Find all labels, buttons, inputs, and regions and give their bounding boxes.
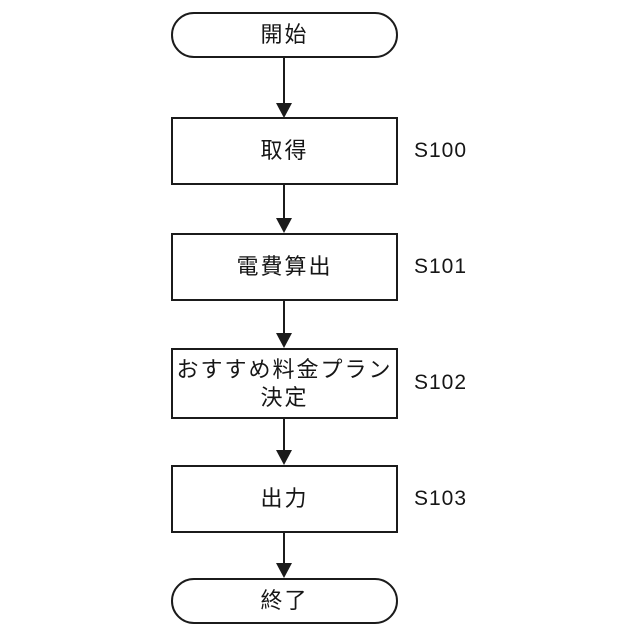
arrow-shaft <box>283 58 285 103</box>
step-id-s100: S100 <box>414 139 468 162</box>
process-node-s102: おすすめ料金プラン 決定 <box>171 348 398 419</box>
process-label-s100: 取得 <box>260 138 309 163</box>
arrow-s101-to-s102 <box>276 301 292 348</box>
arrow-head-icon <box>276 333 292 348</box>
process-node-s101: 電費算出 <box>171 233 398 301</box>
arrow-head-icon <box>276 563 292 578</box>
step-id-s102: S102 <box>414 371 468 394</box>
terminal-end-label: 終了 <box>260 588 309 613</box>
terminal-start-label: 開始 <box>260 22 309 47</box>
arrow-s103-to-end <box>276 533 292 578</box>
arrow-shaft <box>283 301 285 333</box>
arrow-s102-to-s103 <box>276 419 292 465</box>
arrow-head-icon <box>276 450 292 465</box>
step-id-s101: S101 <box>414 255 468 278</box>
step-id-s103: S103 <box>414 487 468 510</box>
arrow-head-icon <box>276 103 292 118</box>
process-node-s100: 取得 <box>171 117 398 185</box>
arrow-shaft <box>283 533 285 563</box>
process-label-s101: 電費算出 <box>236 254 333 279</box>
arrow-shaft <box>283 419 285 450</box>
terminal-end-node: 終了 <box>171 578 398 624</box>
arrow-shaft <box>283 185 285 218</box>
arrow-head-icon <box>276 218 292 233</box>
process-node-s103: 出力 <box>171 465 398 533</box>
arrow-s100-to-s101 <box>276 185 292 233</box>
process-label-s103: 出力 <box>260 486 309 511</box>
terminal-start-node: 開始 <box>171 12 398 58</box>
arrow-start-to-s100 <box>276 58 292 118</box>
process-label-s102: おすすめ料金プラン 決定 <box>176 356 393 410</box>
